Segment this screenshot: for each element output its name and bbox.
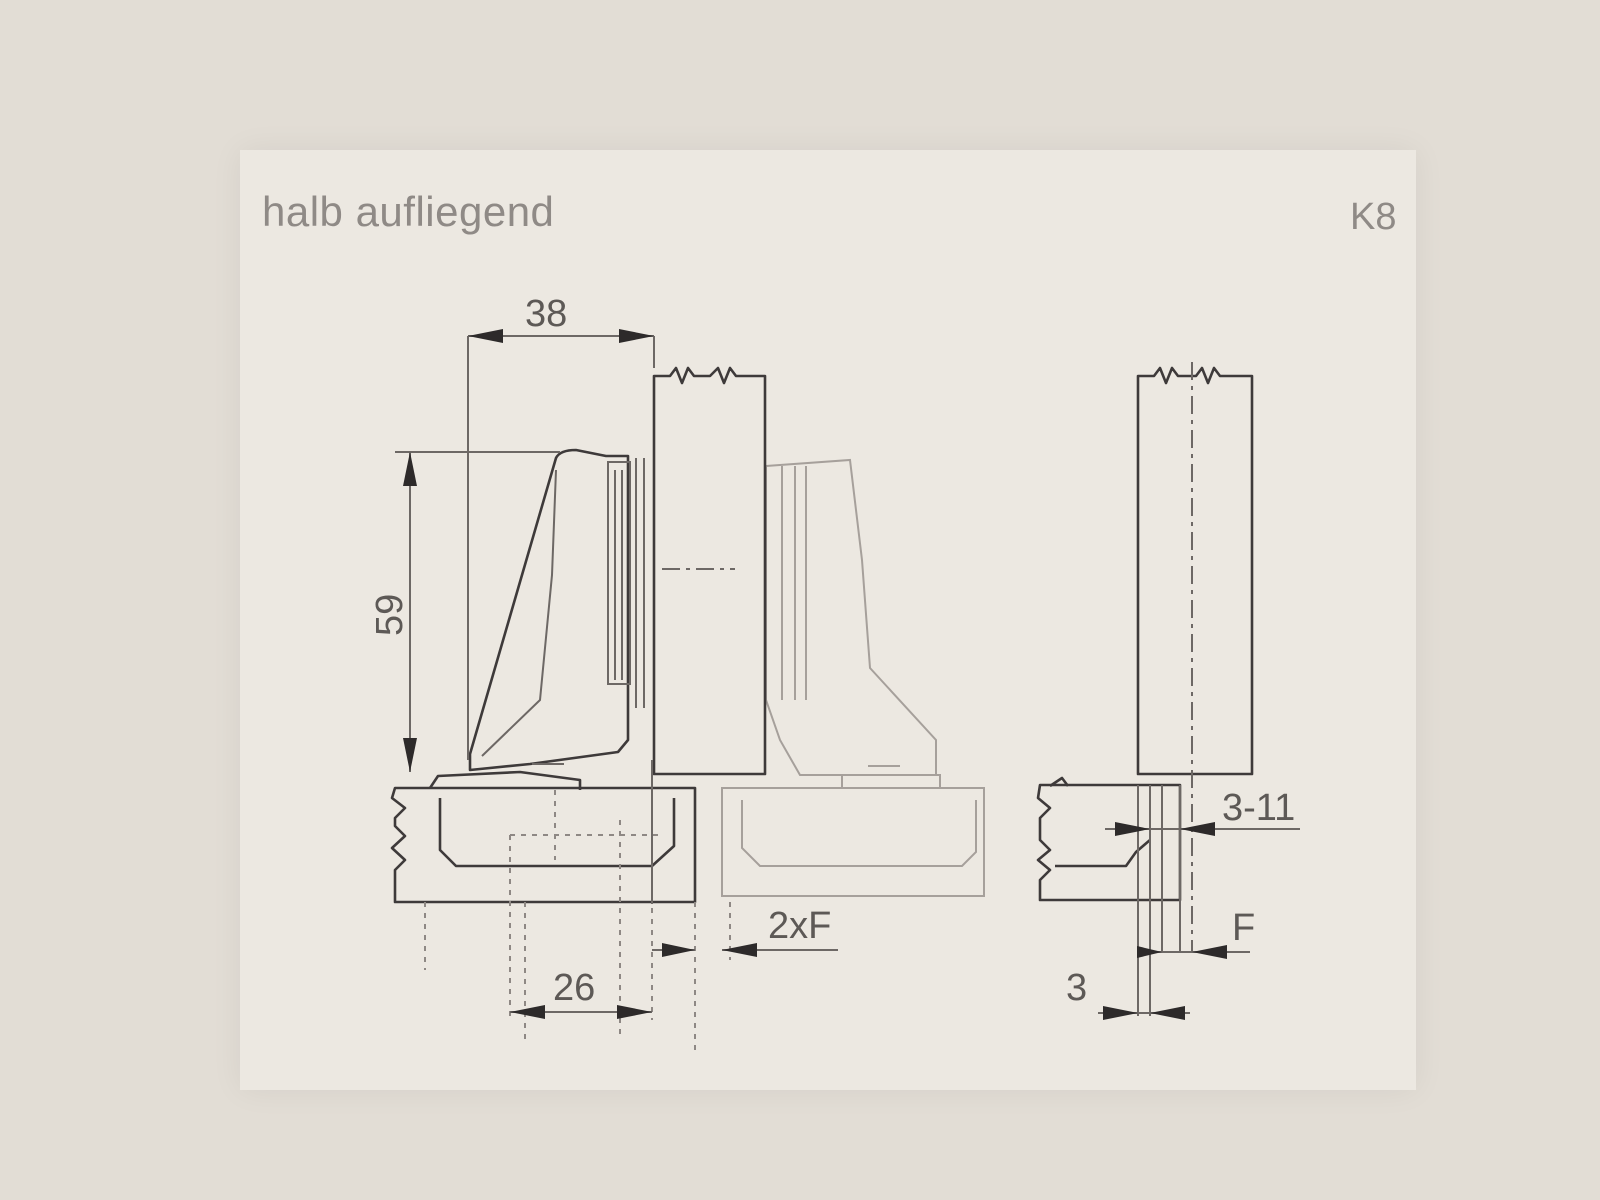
dimension-26-label: 26 [553,967,595,1009]
dimension-3-11-label: 3-11 [1222,787,1295,829]
drawing-sheet [240,150,1416,1090]
dimension-F-label: F [1232,907,1255,949]
dimension-38 [467,329,655,760]
dimension-2xF [652,943,838,957]
door-side-view [1136,366,1254,776]
dimension-38-label: 38 [525,293,567,335]
hinge-ghost-view [721,458,985,897]
hinge-arm [428,448,645,790]
page-title: halb aufliegend [262,188,555,235]
dimension-3 [1098,1006,1190,1020]
door-panel [652,366,767,776]
dimension-26 [510,1005,652,1019]
dimension-2xF-label: 2xF [768,905,831,947]
dimension-3-11 [1105,822,1300,836]
dimension-59 [395,451,560,772]
dimension-59-label: 59 [369,594,411,636]
dimension-F [1137,945,1250,959]
cabinet-side-view [1036,776,1182,1016]
dimension-3-label: 3 [1066,967,1087,1009]
product-code: K8 [1350,196,1397,238]
